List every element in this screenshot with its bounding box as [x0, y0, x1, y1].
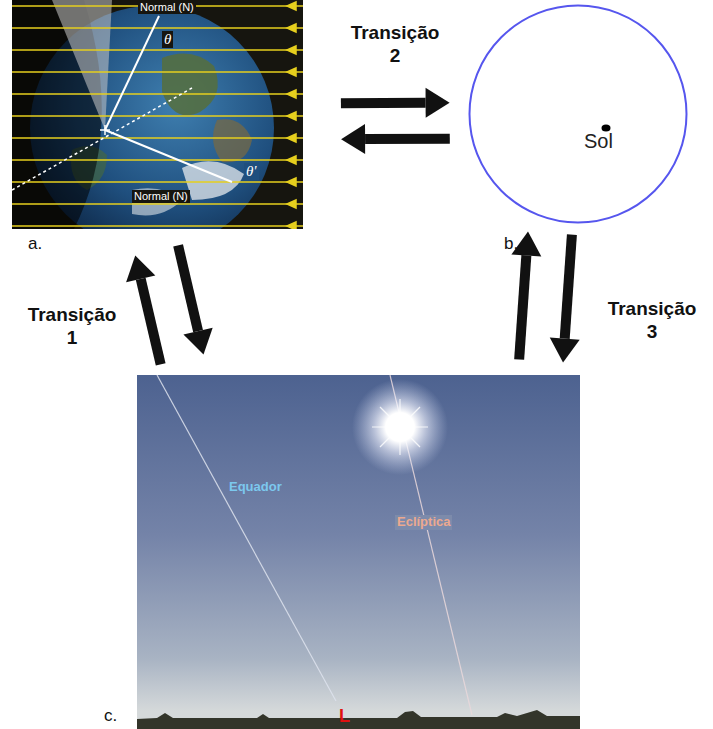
equator-label: Equador [229, 480, 282, 495]
circle-outline [470, 6, 687, 223]
angle-label: θ' [244, 163, 259, 180]
arrow-head [126, 255, 155, 282]
transition-label: Transição 1 [22, 304, 122, 350]
transition-arrows [126, 245, 213, 364]
panel-letter: c. [104, 706, 117, 726]
panel-letter: b. [504, 234, 518, 254]
transition-arrows [341, 88, 450, 154]
arrow-head [341, 124, 365, 154]
normal-label: Normal (N) [138, 1, 196, 14]
cardinal-point: L [339, 706, 350, 727]
arrow-head [183, 328, 212, 355]
arrow-shaft [178, 245, 198, 331]
arrow-shaft [519, 255, 526, 359]
earth-illustration [12, 0, 303, 229]
transition-arrows [511, 232, 579, 363]
angle-label: θ [162, 31, 173, 48]
circle-outline [468, 3, 688, 225]
sun-circle: Solb. [468, 3, 688, 225]
transition-label: Transição 2 [345, 22, 445, 68]
arrow-shaft [141, 279, 161, 365]
normal-label: Normal (N) [132, 190, 190, 203]
panel-letter: a. [28, 234, 42, 254]
earth-panel: Normal (N)θθ'Normal (N)a. [12, 0, 303, 229]
arrow-shaft [341, 98, 426, 108]
arrow-head [426, 88, 450, 118]
transition-label: Transição 3 [602, 298, 702, 344]
ecliptic-label: Eclíptica [395, 515, 452, 530]
arrow-shaft [365, 134, 450, 144]
sky-illustration [137, 375, 580, 729]
sky-panel: EquadorEclípticaLc. [137, 375, 580, 729]
arrow-shaft [565, 235, 572, 339]
arrow-head [550, 338, 580, 363]
sun-label: Sol [584, 130, 613, 153]
